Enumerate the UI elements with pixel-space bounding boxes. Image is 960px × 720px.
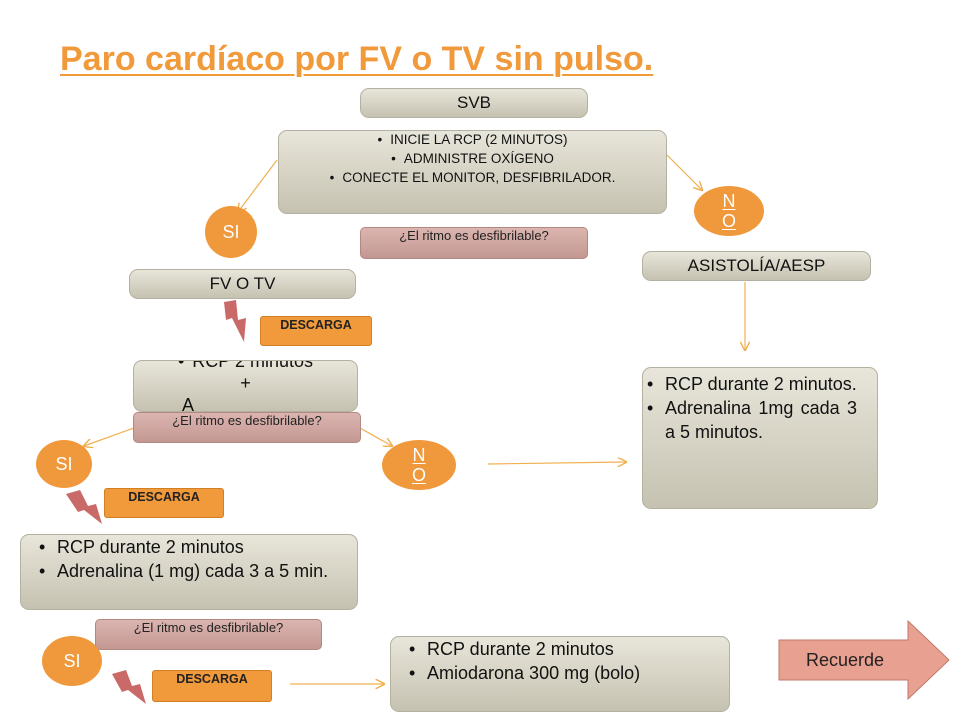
arrow-to-si-1 <box>238 159 278 212</box>
treatment-item: RCP durante 2 minutos <box>35 535 341 559</box>
arrow-to-no-1 <box>666 154 702 190</box>
no-label: NO <box>721 191 736 231</box>
no-label: NO <box>411 445 426 485</box>
page-title: Paro cardíaco por FV o TV sin pulso. <box>60 40 654 78</box>
fv-tv-box: FV O TV <box>129 269 356 299</box>
arrow-to-no-2 <box>359 427 392 446</box>
si-label: SI <box>55 454 73 474</box>
no-circle-2: NO <box>382 440 456 490</box>
si-label: SI <box>222 222 240 242</box>
descarga-box-2: DESCARGA <box>104 488 224 518</box>
question-box-2: ¿El ritmo es desfibrilable? <box>133 412 361 443</box>
asistolia-label: ASISTOLÍA/AESP <box>687 256 826 275</box>
lightning-icon <box>66 490 102 524</box>
treatment-item: Adrenalina 1mg cada 3 a 5 minutos. <box>643 396 857 444</box>
treatment-item: Adrenalina (1 mg) cada 3 a 5 min. <box>35 559 341 583</box>
rcp-2min-box: •RCP 2 minutos + A <box>133 360 358 412</box>
si-label: SI <box>63 651 81 671</box>
hidden-text: A <box>182 395 195 412</box>
lightning-icon <box>112 670 146 704</box>
arrow-to-si-2 <box>84 427 135 446</box>
no-circle-1: NO <box>694 186 764 236</box>
asistolia-treatment-box: RCP durante 2 minutos. Adrenalina 1mg ca… <box>642 367 878 509</box>
si-circle-1: SI <box>205 206 257 258</box>
svb-box: SVB <box>360 88 588 118</box>
si-circle-2: SI <box>36 440 92 488</box>
question-box-3: ¿El ritmo es desfibrilable? <box>95 619 322 650</box>
question-box-1: ¿El ritmo es desfibrilable? <box>360 227 588 259</box>
treatment-item: RCP durante 2 minutos <box>405 637 719 661</box>
fv-tv-label: FV O TV <box>209 274 276 293</box>
plus-label: + <box>240 373 251 393</box>
step-item: INICIE LA RCP (2 MINUTOS) <box>279 132 666 148</box>
amiodarona-box: RCP durante 2 minutos Amiodarona 300 mg … <box>390 636 730 712</box>
asistolia-box: ASISTOLÍA/AESP <box>642 251 871 281</box>
recuerde-label: Recuerde <box>805 649 885 670</box>
arrow-right-icon <box>778 620 950 700</box>
arrow-no-to-asistolia-box <box>487 462 626 464</box>
treatment-item: RCP durante 2 minutos. <box>643 372 857 396</box>
recuerde-button[interactable]: Recuerde <box>778 620 950 700</box>
descarga-box-3: DESCARGA <box>152 670 272 702</box>
step-item: CONECTE EL MONITOR, DESFIBRILADOR. <box>279 170 666 186</box>
si-circle-3: SI <box>42 636 102 686</box>
rcp-2min-item: •RCP 2 minutos <box>177 360 314 371</box>
step-item: ADMINISTRE OXÍGENO <box>279 151 666 167</box>
svb-label: SVB <box>456 93 492 112</box>
adrenalina-box: RCP durante 2 minutos Adrenalina (1 mg) … <box>20 534 358 610</box>
lightning-icon <box>224 300 246 342</box>
initial-steps-box: INICIE LA RCP (2 MINUTOS) ADMINISTRE OXÍ… <box>278 130 667 214</box>
descarga-box-1: DESCARGA <box>260 316 372 346</box>
treatment-item: Amiodarona 300 mg (bolo) <box>405 661 719 685</box>
